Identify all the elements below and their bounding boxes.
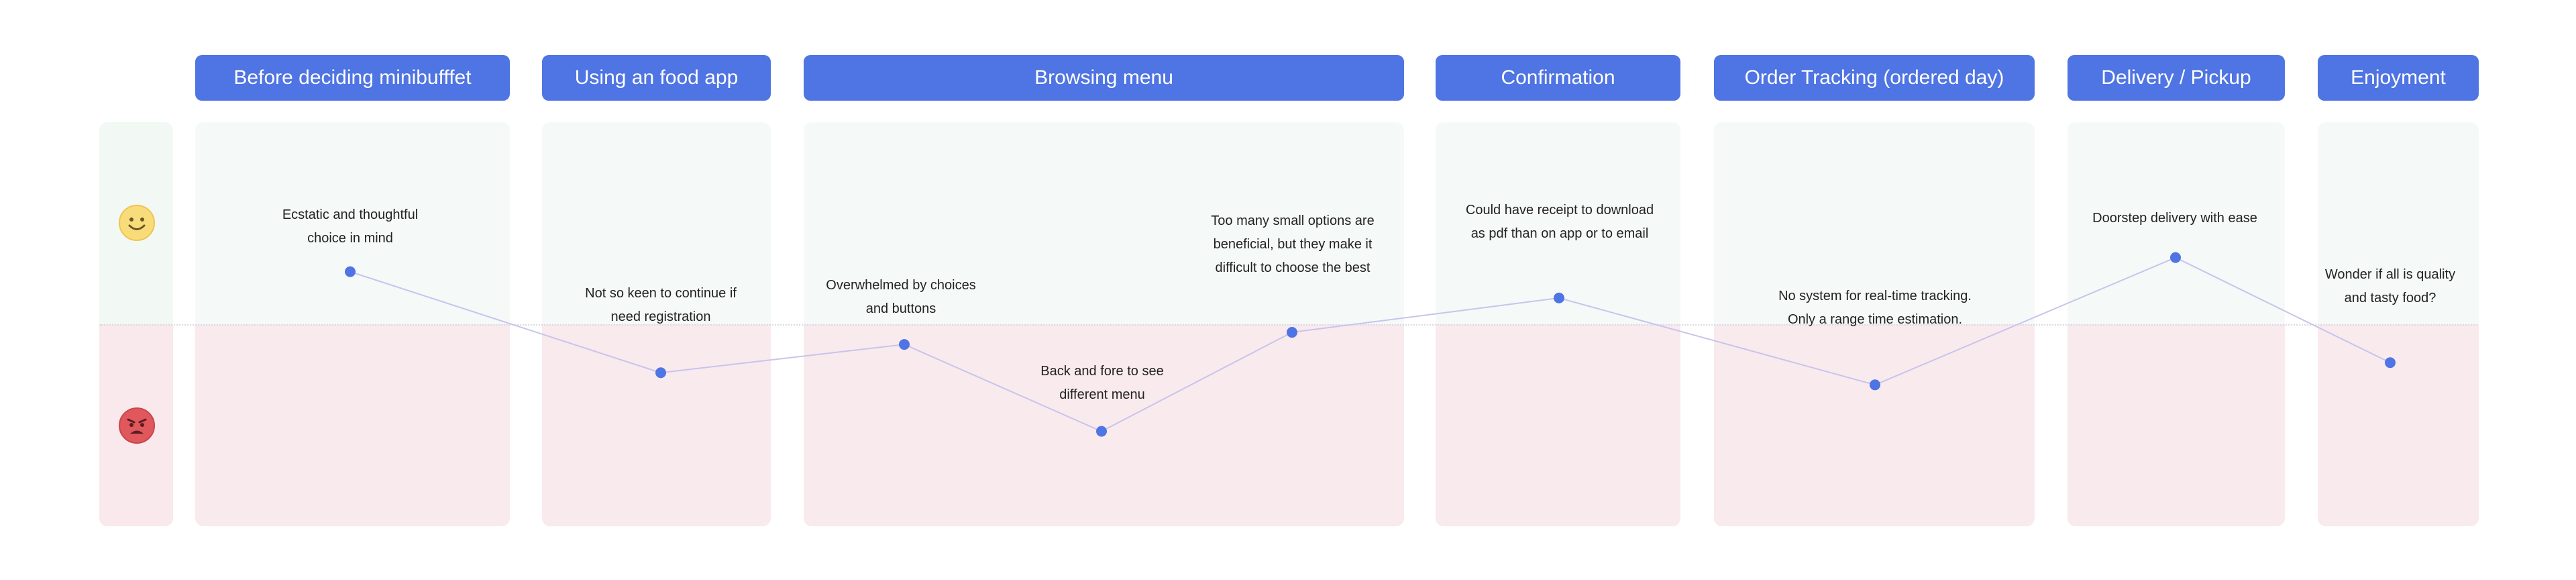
journey-note-1: Ecstatic and thoughtful choice in mind [282,207,419,246]
neutral-divider-line [99,324,2477,326]
stage-header-delivery-pickup: Delivery / Pickup [2068,55,2285,101]
stage-header-confirmation: Confirmation [1436,55,1680,101]
journey-note-4: Back and fore to see different menu [1040,364,1164,402]
stage-header-before-deciding: Before deciding minibufffet [195,55,510,101]
smiley-face-icon [118,204,156,242]
journey-note-5: Too many small options are beneficial, b… [1211,213,1375,275]
angry-face-icon [118,407,156,444]
journey-note-9: Wonder if all is quality and tasty food? [2324,267,2456,305]
stage-header-using-food-app: Using an food app [542,55,771,101]
journey-note-7: No system for real-time tracking. Only a… [1778,289,1972,327]
stage-header-order-tracking: Order Tracking (ordered day) [1714,55,2035,101]
journey-note-6: Could have receipt to download as pdf th… [1465,203,1654,241]
journey-note-3: Overwhelmed by choices and buttons [826,278,976,316]
stage-header-browsing-menu: Browsing menu [804,55,1404,101]
journey-note-8: Doorstep delivery with ease [2092,211,2257,226]
journey-note-2: Not so keen to continue if need registra… [585,286,737,324]
stage-header-enjoyment: Enjoyment [2318,55,2479,101]
